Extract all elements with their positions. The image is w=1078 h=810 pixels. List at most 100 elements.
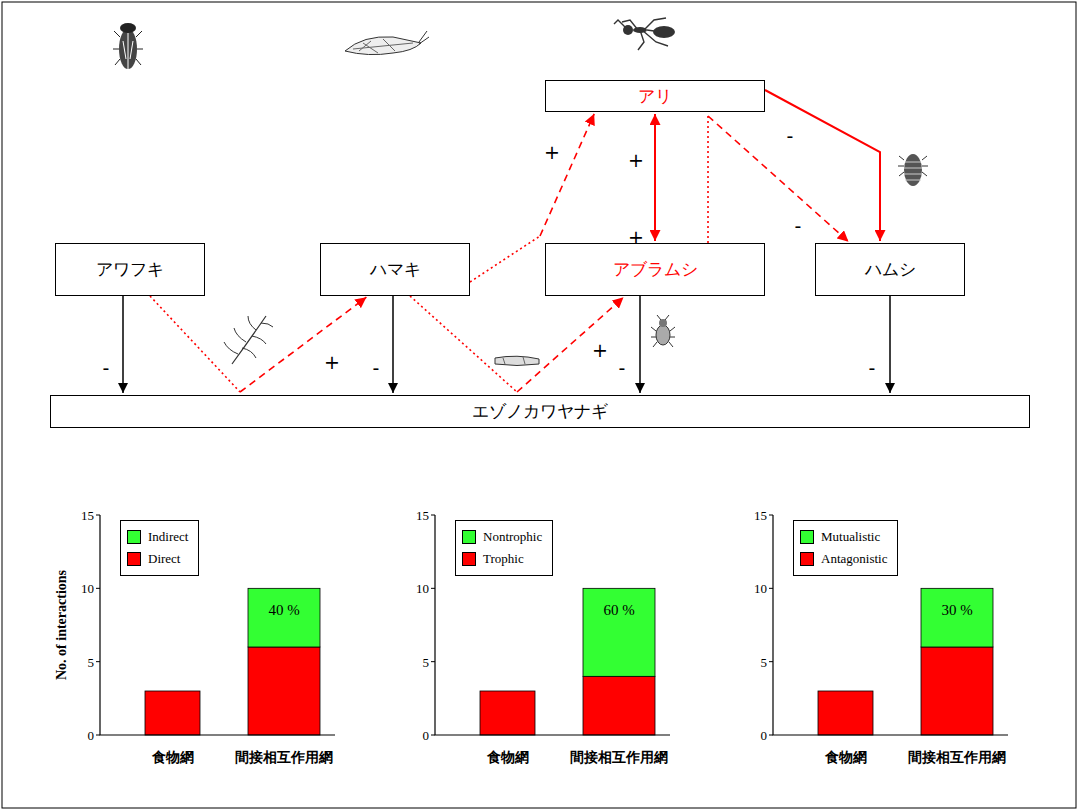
indirect-effect-arrow bbox=[708, 116, 849, 242]
interaction-arrow bbox=[655, 114, 656, 241]
axis-tick-label: 0 bbox=[423, 729, 430, 742]
ant-icon bbox=[614, 18, 668, 50]
indirect-effect-arrow bbox=[517, 297, 624, 392]
axis-tick bbox=[769, 735, 773, 736]
interaction-arrow bbox=[765, 90, 880, 241]
bar-charts bbox=[96, 515, 1008, 735]
legend-row: Trophic bbox=[462, 548, 542, 570]
species-name: アワフキ bbox=[96, 259, 164, 279]
axis-tick bbox=[96, 735, 100, 736]
willow-sprig-icon bbox=[224, 316, 273, 358]
species-box: アリ bbox=[545, 80, 765, 112]
effect-sign: - bbox=[787, 127, 794, 146]
effect-sign: - bbox=[869, 359, 876, 378]
leaf-beetle-icon bbox=[904, 154, 922, 186]
bar-chart bbox=[431, 515, 670, 735]
leaf-beetle-icon bbox=[898, 154, 928, 186]
category-label: 間接相互作用網 bbox=[570, 750, 668, 764]
modifier-dotted-line bbox=[707, 116, 709, 243]
axis-title: No. of interactions bbox=[55, 570, 69, 680]
direct-effect-arrow bbox=[889, 296, 891, 393]
leafroller-moth-icon bbox=[345, 37, 421, 55]
species-name: アリ bbox=[638, 86, 672, 106]
chart-legend: NontrophicTrophic bbox=[455, 520, 553, 576]
legend-text: Mutualistic bbox=[821, 529, 880, 545]
interaction-arrow bbox=[640, 296, 641, 393]
chart-axis bbox=[773, 515, 1008, 735]
legend-row: Direct bbox=[127, 548, 188, 570]
axis-tick bbox=[96, 588, 100, 589]
axis-tick bbox=[431, 588, 435, 589]
leaf-roll-icon bbox=[495, 356, 539, 365]
direct-effect-arrow bbox=[639, 296, 641, 393]
legend-text: Antagonistic bbox=[821, 551, 887, 567]
aphid-icon bbox=[656, 325, 670, 345]
legend-row: Nontrophic bbox=[462, 526, 542, 548]
indirect-effect-arrow bbox=[540, 114, 594, 236]
species-name: アブラムシ bbox=[613, 259, 698, 279]
aphid-icon bbox=[659, 319, 667, 327]
effect-sign: + bbox=[544, 143, 560, 162]
bar-segment bbox=[145, 691, 200, 735]
aphid-icon bbox=[651, 315, 675, 347]
bar-segment bbox=[248, 588, 320, 647]
bar-segment bbox=[583, 588, 655, 676]
bar-segment bbox=[583, 676, 655, 735]
species-name: エゾノカワヤナギ bbox=[472, 401, 608, 421]
direct-effect-arrow bbox=[392, 296, 394, 393]
species-name: ハマキ bbox=[370, 259, 421, 279]
legend-swatch bbox=[127, 552, 141, 566]
legend-row: Antagonistic bbox=[800, 548, 887, 570]
category-label: 間接相互作用網 bbox=[908, 750, 1006, 764]
legend-swatch bbox=[127, 530, 141, 544]
axis-tick-label: 15 bbox=[754, 509, 767, 522]
axis-tick bbox=[769, 588, 773, 589]
axis-tick-label: 5 bbox=[88, 655, 95, 668]
leafroller-moth-icon bbox=[419, 31, 429, 44]
bar-segment bbox=[921, 588, 993, 647]
interaction-arrow bbox=[410, 296, 624, 392]
axis-tick-label: 0 bbox=[88, 729, 95, 742]
axis-tick bbox=[431, 735, 435, 736]
indirect-effect-arrow bbox=[240, 297, 366, 392]
willow-sprig-icon bbox=[224, 316, 273, 364]
species-box: ハマキ bbox=[320, 243, 470, 296]
percent-label: 40 % bbox=[268, 603, 299, 618]
axis-tick-label: 15 bbox=[416, 509, 429, 522]
axis-tick-label: 10 bbox=[754, 582, 767, 595]
interaction-arrow bbox=[123, 296, 124, 393]
chart-axis bbox=[435, 515, 670, 735]
modifier-dotted-line bbox=[470, 236, 540, 282]
effect-sign: + bbox=[592, 341, 608, 360]
effect-sign: - bbox=[795, 217, 802, 236]
axis-tick-label: 0 bbox=[761, 729, 768, 742]
legend-text: Nontrophic bbox=[483, 529, 542, 545]
leaf-roll-icon bbox=[495, 356, 539, 365]
interaction-arrow bbox=[890, 296, 891, 393]
percent-label: 60 % bbox=[603, 603, 634, 618]
legend-swatch bbox=[800, 530, 814, 544]
effect-sign: + bbox=[324, 353, 340, 372]
direct-effect-arrow bbox=[765, 90, 880, 241]
aphid-icon bbox=[651, 315, 675, 347]
spittlebug-icon bbox=[113, 31, 143, 65]
category-label: 食物網 bbox=[152, 750, 194, 764]
legend-text: Indirect bbox=[148, 529, 188, 545]
bar-chart bbox=[96, 515, 335, 735]
species-box: アワフキ bbox=[55, 243, 205, 296]
modifier-dotted-line bbox=[410, 296, 517, 392]
leafroller-moth-icon bbox=[345, 31, 429, 55]
bar-segment bbox=[480, 691, 535, 735]
axis-tick-label: 5 bbox=[761, 655, 768, 668]
legend-row: Mutualistic bbox=[800, 526, 887, 548]
leaf-beetle-icon bbox=[904, 162, 922, 180]
species-box: アブラムシ bbox=[545, 243, 765, 296]
spittlebug-icon bbox=[120, 23, 136, 33]
axis-tick bbox=[96, 661, 100, 662]
interaction-arrow bbox=[150, 296, 366, 392]
connectors bbox=[123, 90, 890, 393]
axis-tick bbox=[431, 515, 435, 516]
ant-icon bbox=[614, 18, 675, 50]
legend-swatch bbox=[800, 552, 814, 566]
